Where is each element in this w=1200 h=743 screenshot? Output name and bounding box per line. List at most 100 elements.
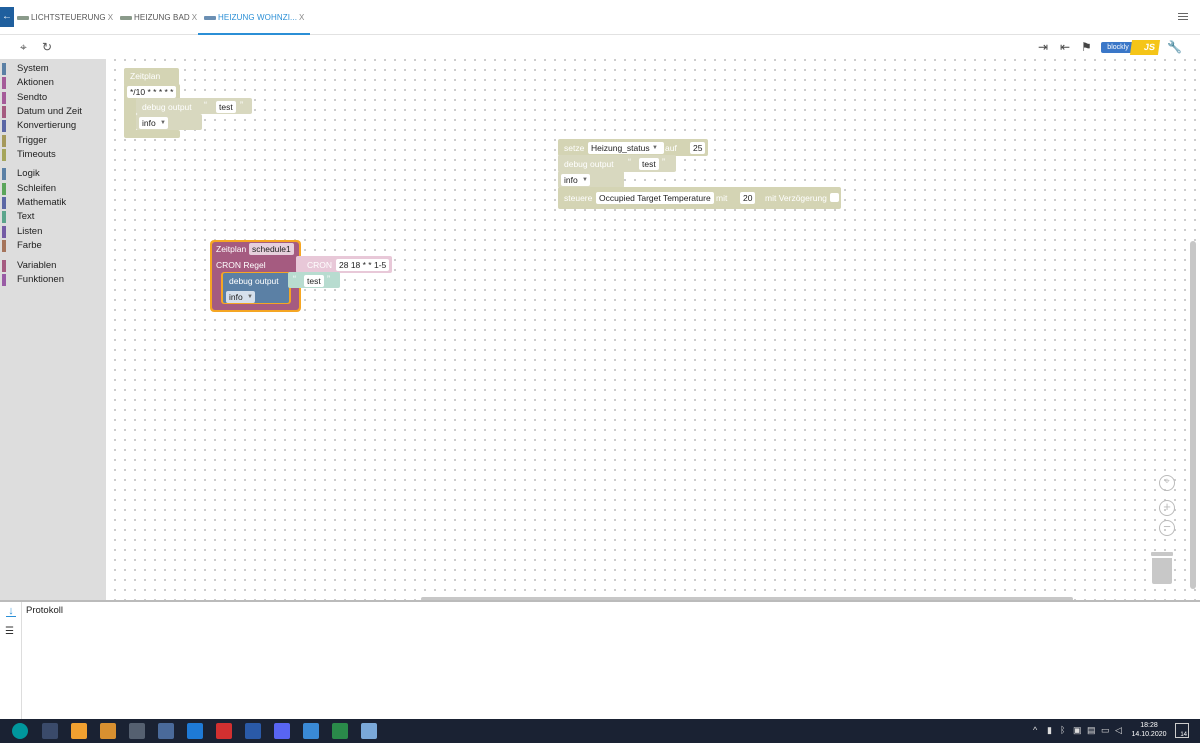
clock[interactable]: 18:28 14.10.2020 <box>1131 721 1167 739</box>
level-dropdown[interactable]: info <box>139 117 168 129</box>
text-field[interactable]: test <box>639 158 659 170</box>
category-datum-und-zeit[interactable]: Datum und Zeit <box>0 105 106 119</box>
powershell-icon[interactable] <box>245 723 261 739</box>
app-icon[interactable] <box>71 723 87 739</box>
vscode-icon[interactable] <box>187 723 203 739</box>
state-field[interactable]: Occupied Target Temperature <box>596 192 714 204</box>
volume-icon[interactable]: ◁ <box>1115 725 1122 735</box>
tray-icon[interactable]: ▣ <box>1073 725 1082 735</box>
horizontal-scrollbar[interactable] <box>421 597 1073 601</box>
blockly-workspace[interactable] <box>106 59 1196 600</box>
app-icon[interactable] <box>100 723 116 739</box>
wrench-icon[interactable]: 🔧 <box>1167 40 1182 54</box>
schedule-name-field[interactable]: schedule1 <box>249 243 294 255</box>
os-taskbar: ^ ▮ ᛒ ▣ ▤ ▭ ◁ 18:28 14.10.2020 14 <box>0 719 1200 743</box>
text-field[interactable]: test <box>304 275 324 287</box>
bluetooth-icon[interactable]: ᛒ <box>1060 725 1066 735</box>
clock-time: 18:28 <box>1140 722 1158 729</box>
vertical-scrollbar[interactable] <box>1190 241 1196 589</box>
category-konvertierung[interactable]: Konvertierung <box>0 119 106 133</box>
notification-icon[interactable]: 14 <box>1175 723 1189 738</box>
app-icon[interactable] <box>42 723 58 739</box>
app-icon[interactable] <box>129 723 145 739</box>
discord-icon[interactable] <box>274 723 290 739</box>
category-trigger[interactable]: Trigger <box>0 134 106 148</box>
quote-close-icon: ” <box>327 274 330 284</box>
category-logik[interactable]: Logik <box>0 167 106 181</box>
dropdown-arrow-icon: ▼ <box>247 294 253 300</box>
delay-label: mit Verzögerung <box>765 193 827 203</box>
debug-label: debug output <box>564 159 614 169</box>
log-title: Protokoll <box>26 605 63 616</box>
export-icon[interactable]: ⇥ <box>1038 40 1049 54</box>
trash-icon[interactable] <box>1151 552 1173 584</box>
level-dropdown[interactable]: info <box>226 291 255 303</box>
menu-icon[interactable] <box>1178 13 1188 22</box>
list-icon[interactable]: ☰ <box>5 626 14 637</box>
category-mathematik[interactable]: Mathematik <box>0 196 106 210</box>
category-sendto[interactable]: Sendto <box>0 91 106 105</box>
variable-dropdown[interactable]: Heizung_status <box>588 142 664 154</box>
category-funktionen[interactable]: Funktionen <box>0 273 106 287</box>
network-icon[interactable]: ▭ <box>1101 725 1110 735</box>
crosshair-icon[interactable]: ⌖ <box>20 40 27 54</box>
close-icon[interactable]: X <box>107 13 114 22</box>
cron-field[interactable]: 28 18 * * 1-5 <box>336 259 390 271</box>
quote-close-icon: ” <box>240 100 243 110</box>
cron-field[interactable]: */10 * * * * * <box>127 86 177 98</box>
import-icon[interactable]: ⇤ <box>1060 40 1071 54</box>
category-timeouts[interactable]: Timeouts <box>0 148 106 162</box>
download-icon[interactable]: ↓ <box>6 605 16 617</box>
text-field[interactable]: test <box>216 101 236 113</box>
tab-heizung-wohnzimmer[interactable]: HEIZUNG WOHNZI...X <box>198 0 311 35</box>
value-field[interactable]: 25 <box>690 142 706 154</box>
steuere-label: steuere <box>564 193 593 203</box>
auf-label: auf <box>665 143 677 153</box>
close-icon[interactable]: X <box>299 13 305 22</box>
app-icon[interactable] <box>216 723 232 739</box>
back-arrow-icon[interactable]: ← <box>0 7 14 27</box>
block-title: Zeitplan <box>216 244 247 254</box>
category-system[interactable]: System <box>0 62 106 76</box>
zoom-out-icon[interactable]: − <box>1159 520 1175 536</box>
refresh-icon[interactable]: ↻ <box>42 40 53 54</box>
tray-icon[interactable]: ▮ <box>1047 725 1052 735</box>
tray-chevron-icon[interactable]: ^ <box>1033 725 1038 735</box>
calculator-icon[interactable] <box>332 723 348 739</box>
recenter-icon[interactable]: ⌖ <box>1159 475 1175 491</box>
blockly-js-toggle[interactable]: blockly JS <box>1101 40 1161 55</box>
level-dropdown[interactable]: info <box>561 174 590 186</box>
category-sidebar: System Aktionen Sendto Datum und Zeit Ko… <box>0 59 106 600</box>
state-value-field[interactable]: 20 <box>740 192 756 204</box>
quote-open-icon: “ <box>204 100 207 110</box>
script-icon <box>204 15 216 20</box>
dropdown-arrow-icon: ▼ <box>582 177 588 183</box>
tab-label: LICHTSTEUERUNG <box>31 13 106 22</box>
category-listen[interactable]: Listen <box>0 225 106 239</box>
app-icon[interactable] <box>158 723 174 739</box>
quote-open-icon: “ <box>293 274 296 284</box>
category-variablen[interactable]: Variablen <box>0 259 106 273</box>
delay-checkbox[interactable] <box>830 193 839 202</box>
quote-close-icon: ” <box>662 157 665 167</box>
arduino-icon[interactable] <box>12 723 28 739</box>
app-icon[interactable] <box>361 723 377 739</box>
category-schleifen[interactable]: Schleifen <box>0 182 106 196</box>
toolbar: ⌖ ↻ <box>0 35 1200 59</box>
app-icon[interactable] <box>303 723 319 739</box>
close-icon[interactable]: X <box>191 13 198 22</box>
category-farbe[interactable]: Farbe <box>0 239 106 253</box>
zoom-in-icon[interactable]: + <box>1159 500 1175 516</box>
js-label: JS <box>1129 40 1161 55</box>
category-aktionen[interactable]: Aktionen <box>0 76 106 90</box>
tray-icon[interactable]: ▤ <box>1087 725 1096 735</box>
mit-label: mit <box>716 193 728 203</box>
dropdown-arrow-icon: ▼ <box>160 120 166 126</box>
tab-label: HEIZUNG WOHNZI... <box>218 13 298 22</box>
checkered-flag-icon[interactable]: ⚑ <box>1081 40 1092 54</box>
category-text[interactable]: Text <box>0 210 106 224</box>
